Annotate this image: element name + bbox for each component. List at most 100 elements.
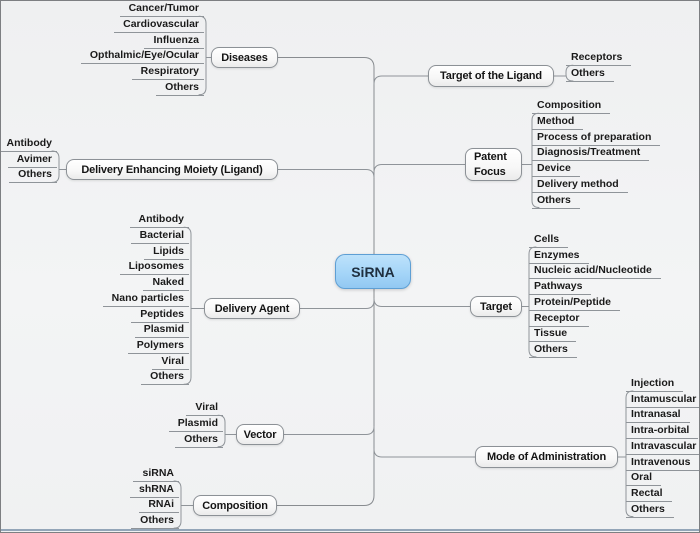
sub-topic-label: Peptides [140, 307, 184, 320]
sub-topic-delivery-enhancing-moiety[interactable]: Antibody [1, 137, 57, 152]
sub-topic-mode-of-administration[interactable]: Oral [626, 471, 662, 487]
sub-topic-target[interactable]: Cells [529, 233, 569, 248]
main-topic-label: Delivery Agent [214, 302, 290, 315]
main-topic-target[interactable]: Target [470, 296, 522, 317]
sub-topic-label: Nano particles [111, 291, 184, 304]
sub-topic-label: Antibody [138, 213, 185, 226]
sub-topic-target[interactable]: Tissue [529, 327, 577, 343]
sub-topic-target[interactable]: Others [529, 343, 577, 358]
connector-line [277, 169, 375, 178]
sub-topic-vector[interactable]: Plasmid [168, 417, 223, 432]
sub-topic-label: Others [140, 514, 174, 527]
sub-topic-composition[interactable]: Others [131, 514, 179, 530]
sub-topic-label: Intranasal [631, 408, 681, 421]
sub-topic-label: Method [537, 115, 575, 127]
sub-topic-mode-of-administration[interactable]: Intra-orbital [626, 424, 699, 440]
sub-topic-delivery-agent[interactable]: Liposomes [119, 260, 189, 276]
main-topic-patent-focus[interactable]: Patent Focus [465, 148, 522, 181]
sub-topic-vector[interactable]: Viral [186, 401, 223, 417]
connector-line [373, 298, 471, 307]
sub-topic-patent-focus[interactable]: Method [532, 115, 584, 130]
sub-topic-label: Naked [152, 276, 184, 289]
sub-topic-label: Delivery method [537, 177, 619, 190]
sub-topic-delivery-agent[interactable]: Naked [143, 276, 189, 292]
sub-topic-vector[interactable]: Others [175, 433, 223, 448]
sub-topic-label: Enzymes [534, 248, 580, 261]
sub-topic-label: Cardiovascular [123, 18, 199, 30]
sub-topic-label: Viral [161, 354, 184, 367]
main-topic-target-of-the-ligand[interactable]: Target of the Ligand [428, 65, 554, 87]
sub-topic-target[interactable]: Pathways [529, 280, 592, 296]
sub-topic-diseases[interactable]: Cardiovascular [114, 18, 204, 33]
sub-topic-target-of-the-ligand[interactable]: Receptors [566, 51, 632, 67]
sub-topic-patent-focus[interactable]: Process of preparation [532, 131, 661, 146]
sub-topic-target[interactable]: Enzymes [529, 249, 589, 264]
sub-topic-label: Others [534, 342, 568, 355]
sub-topic-target[interactable]: Nucleic acid/Nucleotide [529, 264, 661, 280]
sub-topic-delivery-enhancing-moiety[interactable]: Avimer [7, 153, 57, 168]
main-topic-vector[interactable]: Vector [236, 424, 284, 445]
sub-topic-label: Receptors [571, 51, 623, 64]
sub-topic-label: RNAi [148, 498, 174, 511]
sub-topic-composition[interactable]: RNAi [139, 498, 179, 514]
sub-topic-label: Oral [631, 471, 653, 484]
sub-topic-delivery-agent[interactable]: Nano particles [102, 291, 189, 307]
main-topic-diseases[interactable]: Diseases [211, 47, 278, 68]
central-topic-sirna[interactable]: SiRNA [335, 254, 411, 289]
sub-topic-label: Polymers [136, 338, 184, 351]
sub-topic-label: Rectal [631, 486, 663, 499]
sub-topic-composition[interactable]: siRNA [133, 467, 179, 482]
sub-topic-delivery-agent[interactable]: Peptides [131, 308, 189, 323]
sub-topic-label: Antibody [6, 137, 53, 149]
sub-topic-diseases[interactable]: Others [156, 81, 204, 96]
sub-topic-target-of-the-ligand[interactable]: Others [566, 67, 614, 82]
sub-topic-delivery-agent[interactable]: Polymers [127, 338, 189, 354]
sub-topic-mode-of-administration[interactable]: Intravenous [626, 455, 699, 471]
main-topic-label: Target [480, 300, 512, 313]
sub-topic-label: Plasmid [177, 417, 218, 429]
sub-topic-label: Lipids [153, 244, 184, 257]
sub-topic-patent-focus[interactable]: Others [532, 194, 580, 209]
connector-line [299, 300, 375, 309]
connector-line [373, 448, 476, 458]
sub-topic-diseases[interactable]: Respiratory [131, 65, 204, 81]
sub-topic-delivery-enhancing-moiety[interactable]: Others [9, 168, 57, 184]
sub-topic-delivery-agent[interactable]: Plasmid [134, 323, 189, 339]
sub-topic-delivery-agent[interactable]: Others [141, 370, 189, 386]
main-topic-composition[interactable]: Composition [193, 495, 277, 516]
sub-topic-target[interactable]: Receptor [529, 312, 589, 327]
sub-topic-diseases[interactable]: Opthalmic/Eye/Ocular [80, 49, 204, 65]
sub-topic-delivery-agent[interactable]: Bacterial [130, 229, 189, 244]
sub-topic-mode-of-administration[interactable]: Injection [626, 377, 684, 392]
sub-topic-label: Others [165, 80, 199, 93]
sub-topic-label: Influenza [153, 33, 199, 46]
sub-topic-mode-of-administration[interactable]: Intranasal [626, 408, 690, 424]
sub-topic-mode-of-administration[interactable]: Intravascular [626, 440, 699, 455]
sub-topic-label: Intravenous [631, 455, 691, 468]
sub-topic-patent-focus[interactable]: Delivery method [532, 178, 628, 193]
sub-topic-patent-focus[interactable]: Composition [532, 99, 611, 115]
sub-topic-diseases[interactable]: Cancer/Tumor [119, 2, 204, 18]
sub-topic-mode-of-administration[interactable]: Rectal [626, 487, 672, 502]
sub-topic-patent-focus[interactable]: Device [532, 162, 580, 178]
sub-topic-diseases[interactable]: Influenza [144, 34, 204, 49]
sub-topic-target[interactable]: Protein/Peptide [529, 296, 621, 311]
main-topic-delivery-enhancing-moiety[interactable]: Delivery Enhancing Moiety (Ligand) [66, 159, 278, 180]
sub-topic-delivery-agent[interactable]: Lipids [144, 245, 189, 260]
sub-topic-label: Intra-orbital [631, 424, 690, 437]
canvas-bottom-edge [1, 529, 699, 531]
sub-topic-composition[interactable]: shRNA [129, 483, 179, 498]
main-topic-delivery-agent[interactable]: Delivery Agent [204, 298, 300, 319]
sub-topic-label: Injection [631, 377, 675, 389]
sub-topic-delivery-agent[interactable]: Viral [152, 355, 189, 370]
sub-topic-mode-of-administration[interactable]: Intamuscular [626, 393, 699, 408]
connector-line [283, 426, 375, 435]
main-topic-mode-of-administration[interactable]: Mode of Administration [475, 446, 618, 468]
sub-topic-mode-of-administration[interactable]: Others [626, 503, 674, 518]
connector-line [373, 164, 466, 173]
sub-topic-patent-focus[interactable]: Diagnosis/Treatment [532, 146, 650, 162]
sub-topic-label: Pathways [534, 280, 583, 293]
sub-topic-delivery-agent[interactable]: Antibody [129, 213, 189, 229]
main-topic-label: Composition [202, 499, 268, 512]
